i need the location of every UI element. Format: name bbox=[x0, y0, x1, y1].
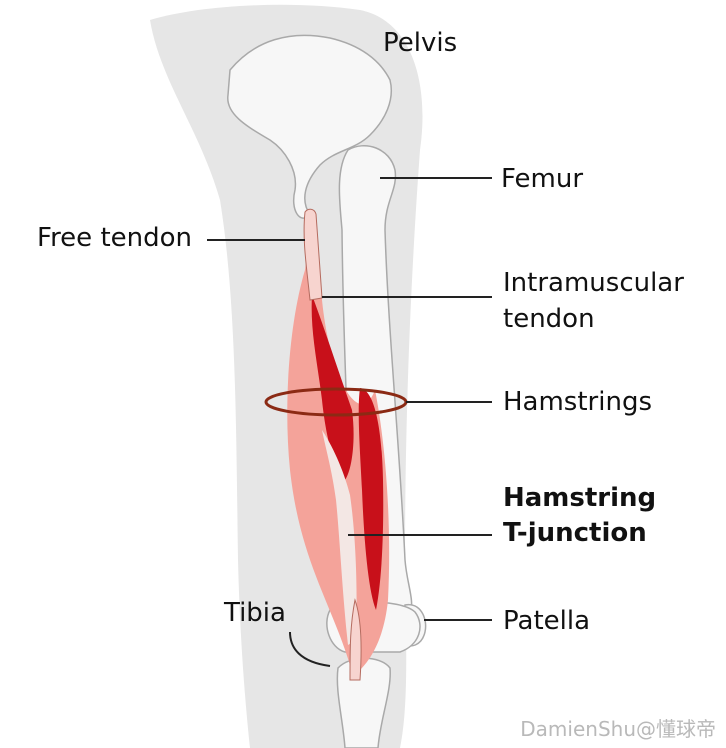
label-hamstrings: Hamstrings bbox=[503, 387, 652, 417]
label-patella: Patella bbox=[503, 606, 591, 636]
distal-tendon bbox=[349, 598, 362, 681]
label-hamstring-tjunction-line1: Hamstring bbox=[503, 483, 657, 513]
label-femur: Femur bbox=[501, 164, 584, 194]
hamstring-muscle-dark-2 bbox=[358, 388, 384, 610]
t-junction-tendon bbox=[322, 430, 357, 645]
leader-tibia bbox=[289, 631, 331, 667]
label-pelvis: Pelvis bbox=[383, 28, 458, 58]
label-intramuscular-line1: Intramuscular bbox=[503, 268, 684, 298]
pelvis-bone bbox=[227, 34, 392, 219]
label-free-tendon: Free tendon bbox=[37, 223, 192, 253]
watermark: DamienShu@懂球帝 bbox=[520, 717, 716, 741]
label-intramuscular-line2: tendon bbox=[503, 304, 595, 334]
free-tendon bbox=[303, 208, 323, 301]
label-hamstring-tjunction-line2: T-junction bbox=[503, 518, 647, 548]
label-tibia: Tibia bbox=[224, 598, 286, 628]
hamstring-muscle-dark bbox=[311, 295, 354, 480]
